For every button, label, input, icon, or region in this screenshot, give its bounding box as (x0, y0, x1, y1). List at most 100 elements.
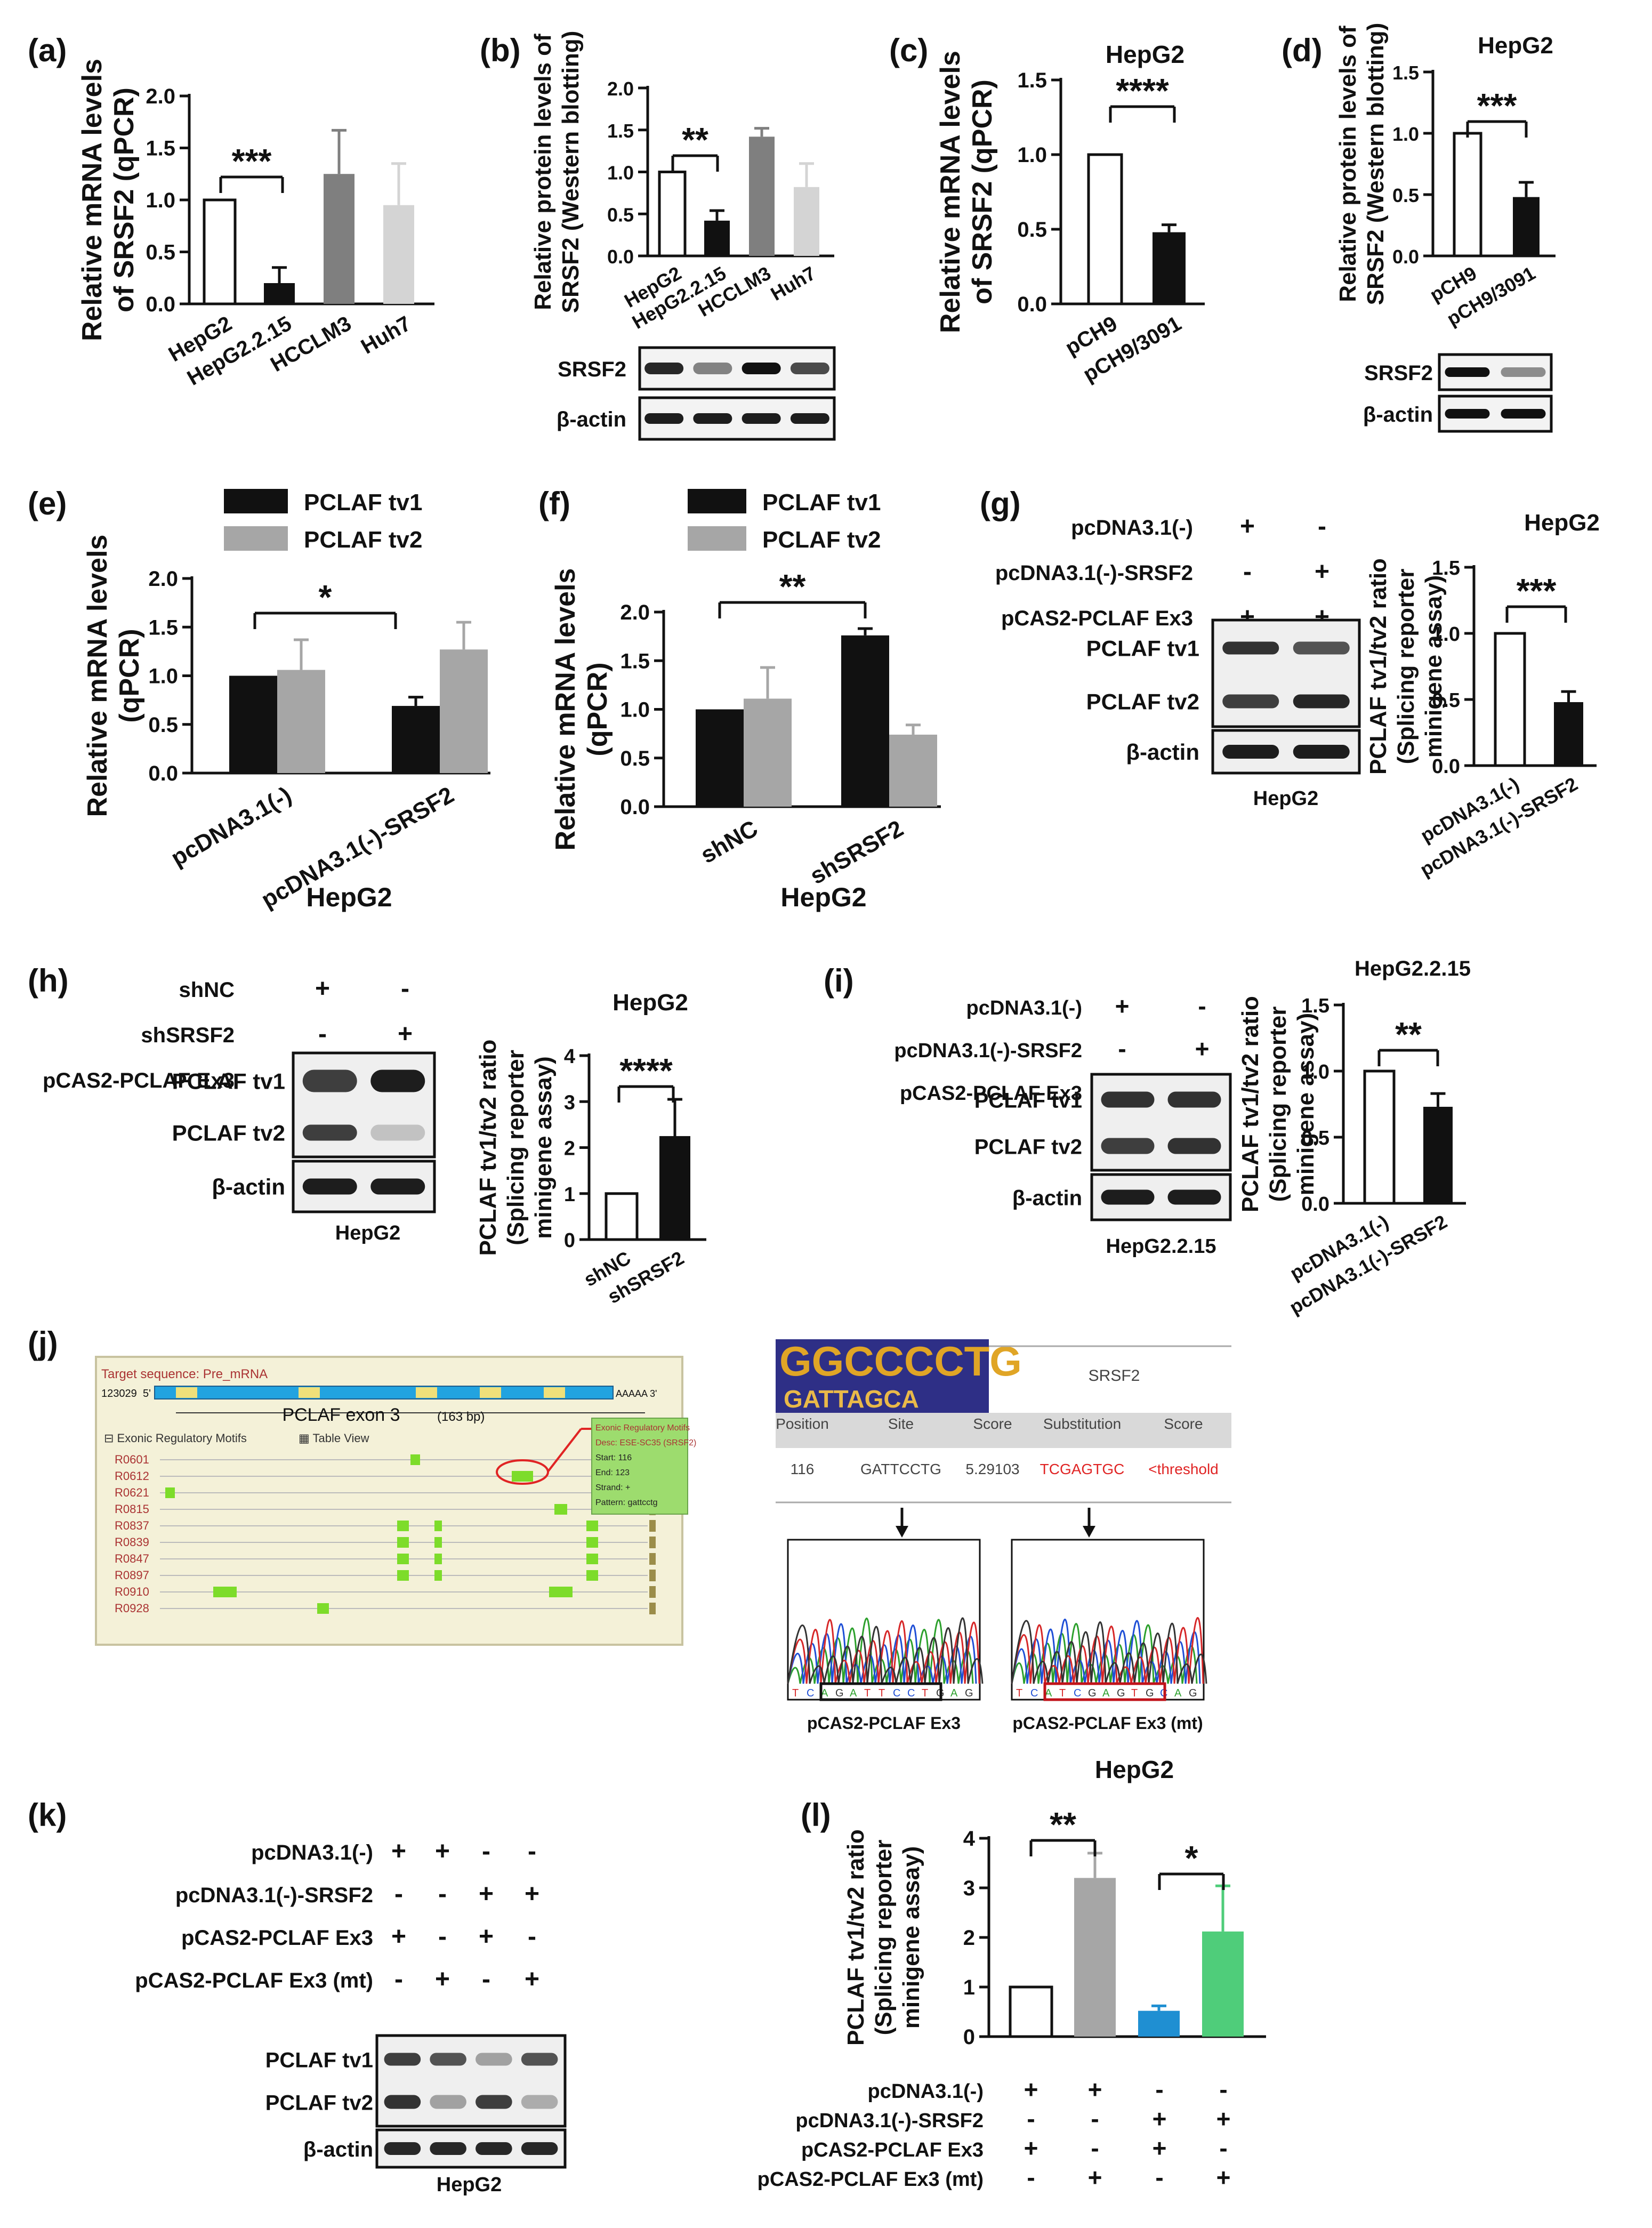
k-condition-label: pcDNA3.1(-) (251, 1841, 373, 1864)
table-header-bg (776, 1413, 1231, 1448)
logo-bottom-letters: GATTAGCA (784, 1385, 919, 1413)
chart-title: HepG2 (1478, 33, 1553, 59)
k-condition-sign: + (525, 1965, 539, 1993)
chromatogram-trace (1011, 1619, 1201, 1684)
base-call: A (1102, 1687, 1110, 1699)
y-tick-label: 1.0 (148, 665, 178, 688)
y-tick-label: 0.0 (1392, 246, 1419, 268)
blot-band (476, 2095, 512, 2109)
k-condition-label: pCAS2-PCLAF Ex3 (mt) (135, 1969, 373, 1992)
l-condition-sign: - (1027, 2105, 1035, 2133)
significance-marker: ** (1050, 1805, 1076, 1844)
blot-band (430, 2053, 466, 2066)
base-call: G (1189, 1687, 1197, 1699)
y-tick-label: 0.0 (1017, 293, 1047, 316)
legend-swatch (688, 526, 746, 551)
significance-marker: *** (232, 142, 272, 180)
panel-letter-l: (l) (801, 1797, 831, 1833)
y-axis-label: Relative protein levels of (1335, 26, 1361, 302)
motif-hit (397, 1570, 409, 1581)
browser-three-prime: AAAAA 3' (616, 1388, 657, 1399)
y-tick-label: 0.5 (1392, 184, 1419, 206)
y-axis-label: PCLAF tv1/tv2 ratio (1237, 996, 1263, 1212)
y-tick-label: 2.0 (146, 85, 175, 108)
base-call: C (907, 1687, 915, 1699)
trace-arrowhead (1083, 1526, 1095, 1538)
bar (889, 734, 937, 807)
y-axis-label: SRSF2 (Western blotting) (558, 31, 584, 313)
table-cell: 5.29103 (965, 1461, 1019, 1477)
blot-band (521, 2053, 558, 2066)
legend-label: PCLAF tv1 (762, 489, 881, 516)
panel-letter-f: (f) (538, 486, 570, 521)
i-condition-sign: - (1198, 992, 1206, 1020)
i-condition-label: pcDNA3.1(-)-SRSF2 (894, 1040, 1082, 1062)
x-category-label: Huh7 (767, 262, 819, 305)
x-category-label: Huh7 (357, 312, 415, 359)
blot-caption: HepG2 (335, 1222, 400, 1244)
motif-hit (213, 1587, 237, 1597)
motif-hit (549, 1587, 573, 1597)
y-axis-label: Relative mRNA levels (550, 568, 581, 851)
table-header: Site (888, 1415, 914, 1432)
base-call: T (1059, 1687, 1066, 1699)
g-condition-label: pcDNA3.1(-)-SRSF2 (995, 561, 1193, 585)
y-axis-label: of SRSF2 (qPCR) (967, 79, 998, 304)
blot-row-label: β-actin (1363, 403, 1433, 427)
table-cell: GATTCCTG (860, 1461, 941, 1477)
l-condition-sign: + (1088, 2163, 1102, 2191)
blot-band (742, 413, 781, 424)
blot-band (1101, 1138, 1155, 1154)
bar (229, 675, 277, 773)
k-condition-label: pCAS2-PCLAF Ex3 (181, 1926, 373, 1950)
blot-band (370, 1178, 425, 1195)
blot-band (1293, 641, 1350, 655)
blot-row-label: PCLAF tv2 (1086, 689, 1199, 714)
motif-hit (434, 1521, 442, 1531)
exon-title: PCLAF exon 3 (282, 1405, 400, 1425)
k-condition-sign: + (391, 1837, 406, 1865)
l-condition-sign: + (1216, 2105, 1231, 2133)
k-condition-sign: + (479, 1880, 494, 1908)
y-tick-label: 0.0 (1301, 1193, 1329, 1216)
l-condition-sign: - (1155, 2163, 1163, 2191)
exon-track (154, 1386, 614, 1399)
base-call: A (1045, 1687, 1052, 1699)
legend-swatch (224, 489, 288, 513)
base-call: T (1131, 1687, 1138, 1699)
motif-end-marker (649, 1586, 656, 1598)
legend-label: PCLAF tv2 (762, 527, 881, 553)
blot-band (384, 2142, 421, 2155)
blot-band (302, 1124, 357, 1141)
chart-title: HepG2 (613, 990, 688, 1016)
x-category-label: shSRSF2 (805, 815, 908, 889)
y-tick-label: 1.0 (607, 162, 634, 184)
g-condition-sign: + (1240, 512, 1255, 541)
base-call: A (1174, 1687, 1182, 1699)
trace-arrowhead (896, 1526, 908, 1538)
g-condition-sign: + (1315, 558, 1329, 586)
browser-coordinate: 123029 (101, 1388, 137, 1399)
browser-target: Target sequence: Pre_mRNA (101, 1367, 268, 1381)
motif-end-marker (649, 1520, 656, 1532)
exon-segment (299, 1387, 320, 1398)
chromatogram-trace (1011, 1617, 1204, 1684)
motif-hit (554, 1504, 567, 1515)
chart-title: HepG2 (1106, 41, 1184, 68)
motif-popup-line: Start: 116 (595, 1453, 632, 1462)
l-condition-sign: + (1024, 2076, 1038, 2103)
bar (605, 1192, 639, 1241)
blot-caption: HepG2.2.15 (1106, 1235, 1216, 1258)
table-cell: TCGAGTGC (1040, 1461, 1125, 1477)
bar (203, 198, 237, 305)
bar (264, 283, 295, 304)
g-condition-label: pcDNA3.1(-) (1071, 516, 1193, 540)
l-condition-label: pcDNA3.1(-)-SRSF2 (795, 2110, 984, 2132)
k-condition-sign: + (391, 1923, 406, 1951)
y-tick-label: 2.0 (607, 78, 634, 100)
motif-logo (776, 1339, 989, 1414)
panel-letter-h: (h) (28, 963, 69, 999)
chromatogram-trace (1011, 1620, 1207, 1684)
motif-end-marker (649, 1570, 656, 1581)
l-condition-sign: - (1219, 2076, 1227, 2103)
